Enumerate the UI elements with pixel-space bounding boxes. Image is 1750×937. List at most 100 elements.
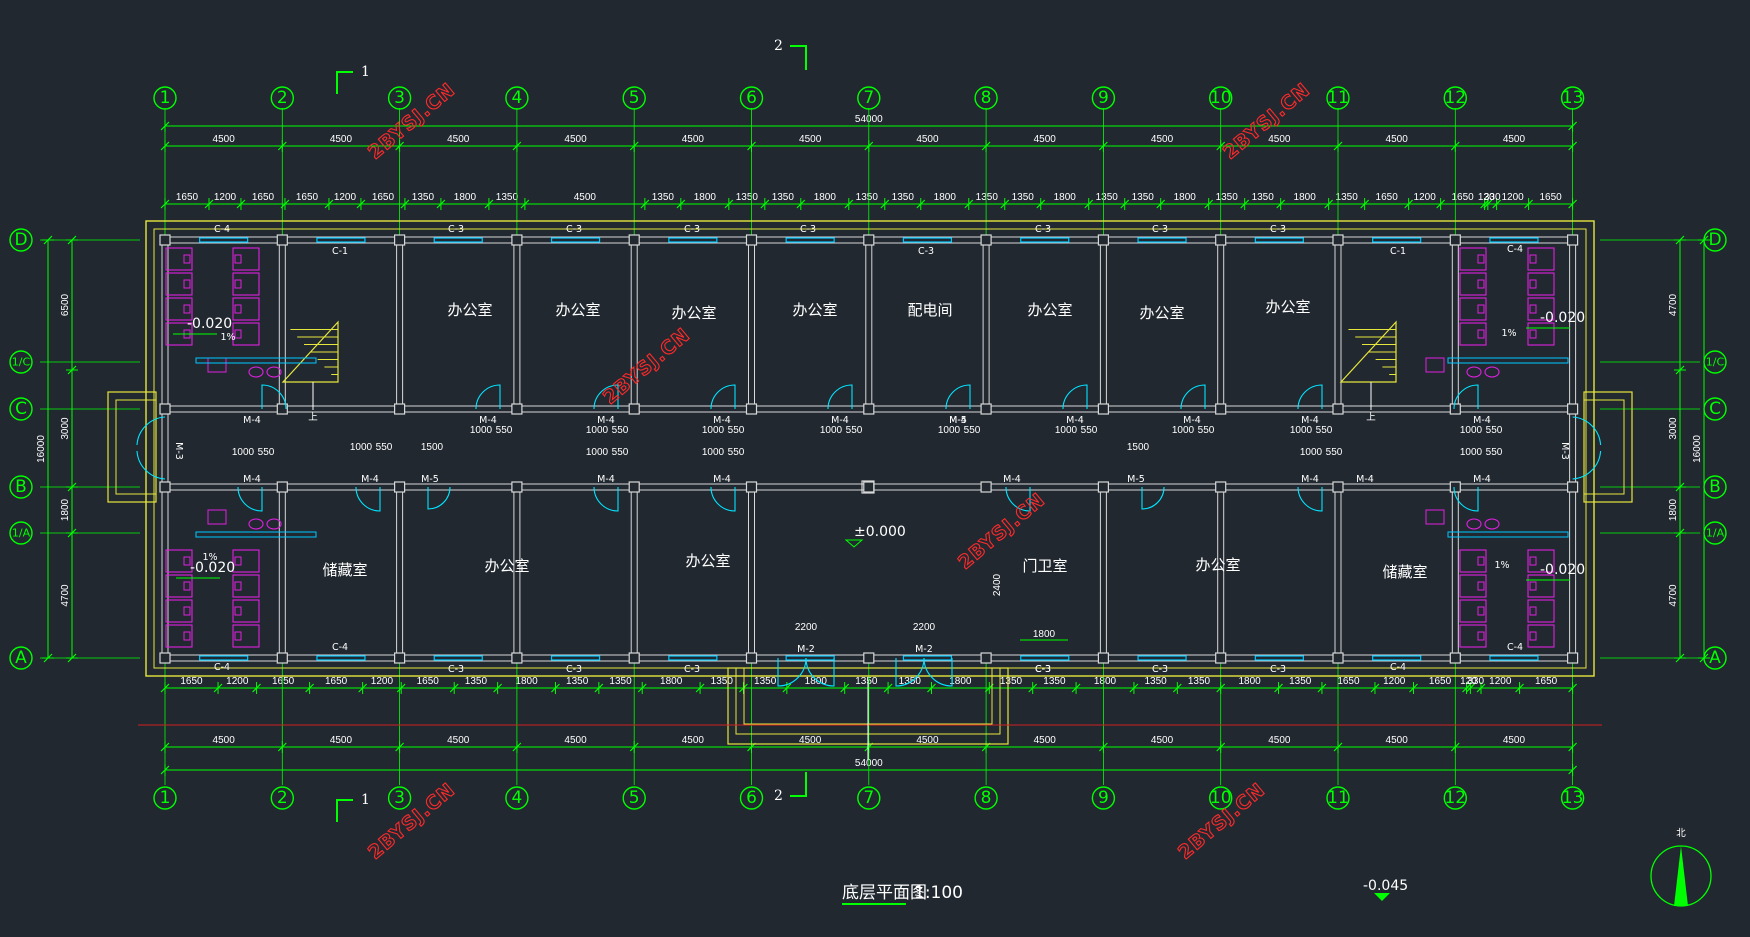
grid-axis-label: 3 [394, 788, 405, 808]
bottom-detail-dim-value: 1650 [180, 676, 203, 687]
window-tag: C-3 [1270, 224, 1286, 235]
right-dim-value: 4700 [1668, 584, 1679, 607]
wall-segment [1451, 239, 1459, 410]
bottom-detail-dim-value: 1350 [1144, 676, 1167, 687]
door-tag: M-4 [1301, 415, 1319, 426]
window-tag: C-4 [1507, 642, 1523, 653]
grid-axis-bubble: 9 [1091, 786, 1116, 810]
top-bay-dim-value: 4500 [1034, 134, 1057, 145]
door-width-dim: 550 [1081, 425, 1098, 436]
toilet-stall [1459, 574, 1487, 598]
grid-axis-bubble: 12 [1443, 786, 1468, 810]
grid-axis-bubble: 11 [1326, 86, 1350, 110]
section-label: 1 [361, 792, 370, 808]
grid-axis-bubble: 7 [857, 786, 881, 810]
walls [159, 234, 1579, 664]
toilet-stall [232, 574, 260, 598]
stair-label: 上 [1366, 412, 1376, 423]
grid-axis-circle [153, 86, 177, 110]
counter [1447, 531, 1569, 538]
dim-tick [1492, 199, 1502, 209]
level-marker-icon [844, 539, 864, 548]
toilet-seat [234, 631, 242, 641]
grid-axis-circle [9, 228, 33, 252]
door-width-dim: 1000 [1460, 447, 1483, 458]
side-door-swing [1572, 416, 1602, 446]
toilet-seat [1477, 581, 1485, 591]
bottom-detail-dim-value: 1800 [660, 676, 683, 687]
bottom-detail-dim-value: 1350 [1289, 676, 1312, 687]
section-mark-icon [790, 45, 807, 70]
dim-tick [1204, 199, 1214, 209]
top-detail-dim-value: 1350 [736, 192, 759, 203]
window-tag: C-4 [1390, 662, 1406, 673]
top-detail-dim-value: 1350 [496, 192, 519, 203]
door-swing [355, 486, 381, 512]
wall-segment [513, 239, 521, 410]
room-label: 办公室 [484, 557, 529, 575]
grid-axis-bubble: 9 [1091, 86, 1116, 110]
bottom-detail-dim-value: 1800 [1094, 676, 1117, 687]
toilet-seat [1477, 606, 1485, 616]
column [861, 480, 875, 494]
window-tag: C-3 [918, 246, 934, 257]
column [1449, 652, 1461, 664]
window-tag: C-3 [800, 224, 816, 235]
grid-axis-label: D [1708, 230, 1721, 250]
grid-axis-label: 8 [981, 88, 992, 108]
room-label: 配电间 [907, 301, 952, 319]
door-tag: M-4 [243, 415, 261, 426]
door-swing [593, 486, 619, 512]
grid-axis-label: B [15, 477, 27, 497]
window-tag: C-3 [1270, 664, 1286, 675]
door-swing [1297, 486, 1323, 512]
column [276, 652, 288, 664]
window [550, 237, 601, 243]
grid-axis-bubble: A [1703, 646, 1727, 670]
column [1332, 481, 1344, 493]
wall-segment [630, 486, 638, 659]
toilet-stall [1527, 549, 1555, 573]
column [1566, 403, 1579, 415]
grid-axis-bubble: 5 [622, 786, 646, 810]
window [1254, 655, 1304, 661]
dim-tick [1436, 199, 1446, 209]
bottom-detail-dim-value: 1350 [566, 676, 589, 687]
grid-axis-circle [387, 86, 412, 110]
dim-tick [1172, 683, 1182, 693]
door-swing [923, 657, 953, 687]
column [628, 652, 640, 664]
toilet-stall [1527, 599, 1555, 623]
toilet-seat [183, 631, 191, 641]
section-mark-icon [336, 71, 353, 94]
grid-axis-bubble: B [9, 475, 33, 499]
bottom-detail-dim-value: 1350 [465, 676, 488, 687]
top-bay-dim-value: 4500 [447, 134, 470, 145]
wall-segment [748, 239, 755, 410]
grid-axis-bubble: 1/C [9, 350, 33, 374]
toilet-level: -0.020 [1540, 310, 1585, 326]
window [199, 655, 249, 661]
toilet-seat [1477, 631, 1485, 641]
window-tag: C-3 [1035, 224, 1051, 235]
top-detail-dim-value: 120 [1478, 192, 1495, 203]
dim-tick [594, 683, 604, 693]
toilet-stall [1459, 297, 1487, 321]
dim-tick [1276, 199, 1286, 209]
dim-tick [1476, 683, 1486, 693]
grid-axis-label: D [14, 230, 27, 250]
counter [195, 531, 317, 538]
grid-axis-bubble: 12 [1443, 86, 1468, 110]
dim-tick [695, 683, 705, 693]
top-detail-dim-value: 1350 [976, 192, 999, 203]
window-tag: C-3 [684, 224, 700, 235]
watermark-text: 2BYSJ.CN [364, 79, 460, 164]
toilet-stall [232, 272, 260, 296]
column [980, 234, 992, 246]
wall-segment [748, 486, 755, 659]
bottom-detail-dim-value: 1650 [325, 676, 348, 687]
bottom-bay-dim-value: 4500 [916, 735, 939, 746]
bottom-detail-dim-value: 1200 [1489, 676, 1512, 687]
grid-axis-circle [739, 86, 764, 110]
